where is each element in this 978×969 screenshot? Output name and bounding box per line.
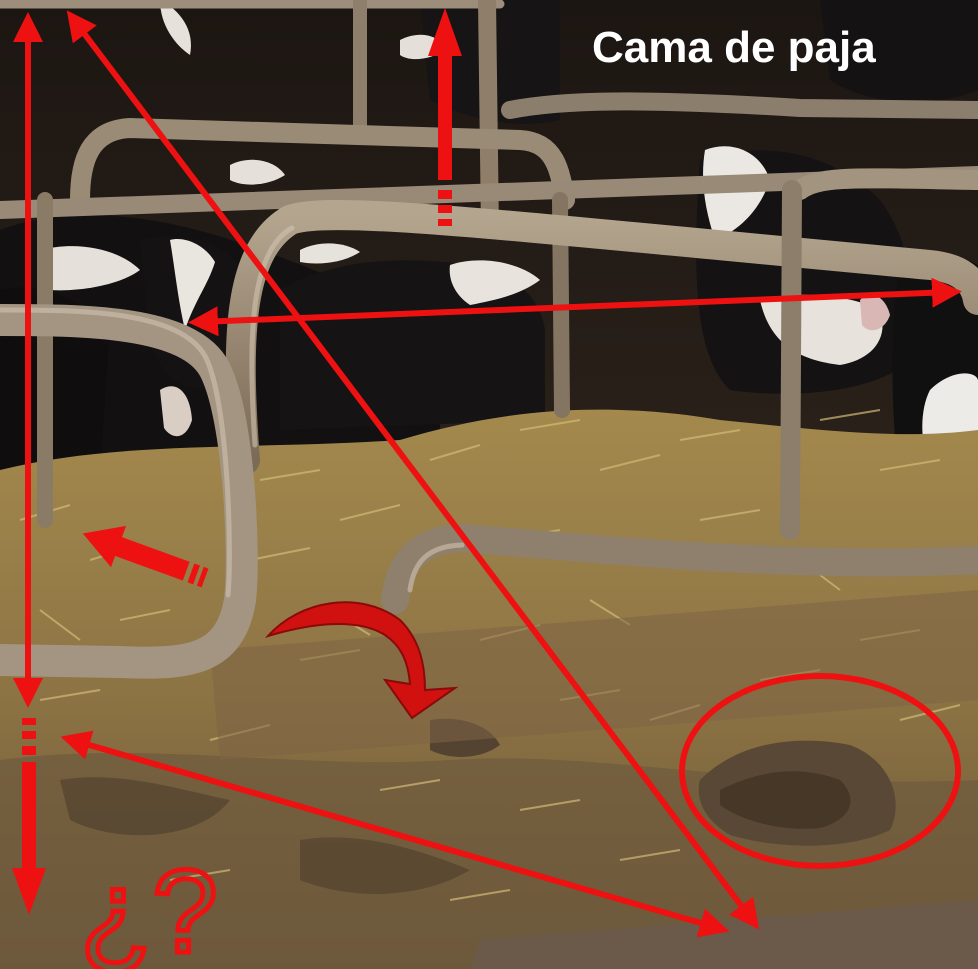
- lower-double-arrow: [60, 730, 730, 938]
- curved-arrow: [264, 601, 459, 720]
- dashed-down-arrow: [12, 718, 46, 915]
- dashed-up-arrow: [428, 8, 462, 226]
- diagonal-double-arrow: [66, 10, 760, 930]
- question-marks: ¿?: [80, 846, 218, 969]
- small-dashed-arrow: [82, 525, 209, 588]
- bedding-caption: Cama de paja: [592, 23, 876, 72]
- horizontal-double-arrow: [188, 277, 962, 337]
- manure-circle: [679, 673, 961, 869]
